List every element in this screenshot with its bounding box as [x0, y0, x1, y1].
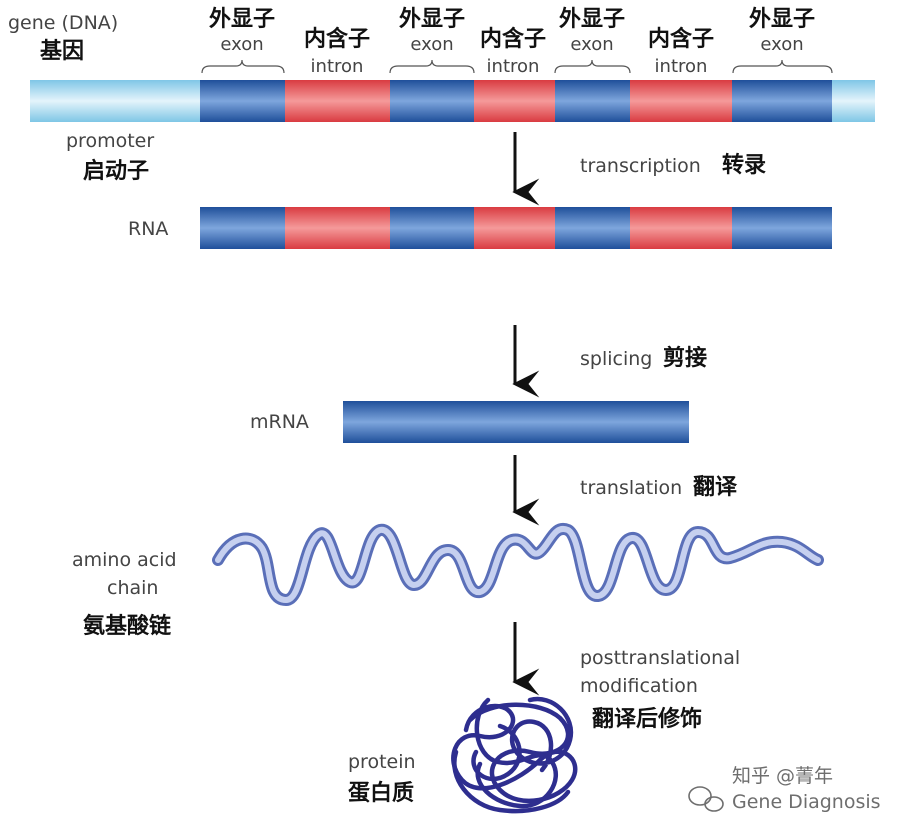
segment-label-en: exon: [410, 34, 453, 55]
segment-label-zh: 外显子: [399, 6, 465, 32]
promoter-label-en: promoter: [66, 130, 154, 152]
segment-label-en: exon: [760, 34, 803, 55]
splicing-label-en: splicing: [580, 348, 652, 370]
amino-label-zh: 氨基酸链: [83, 613, 171, 639]
intron-block: [630, 80, 732, 122]
exon-brace: [732, 59, 833, 74]
exon-block: [390, 80, 474, 122]
segment-label-zh: 外显子: [749, 6, 815, 32]
segment-label-en: exon: [570, 34, 613, 55]
protein-label-en: protein: [348, 751, 416, 773]
watermark-text-1: 知乎 @菁年: [732, 765, 833, 787]
intron-block: [630, 207, 732, 249]
transcription-label-zh: 转录: [722, 152, 766, 178]
mrna-label: mRNA: [250, 411, 309, 433]
exon-block: [390, 207, 474, 249]
splicing-label-zh: 剪接: [663, 345, 707, 371]
translation-label-zh: 翻译: [693, 475, 738, 500]
flank-region: [832, 80, 875, 122]
exon-block: [200, 80, 285, 122]
mrna-bar: [343, 401, 689, 443]
exon-brace: [201, 59, 285, 74]
segment-label-zh: 外显子: [209, 6, 275, 32]
intron-block: [285, 80, 390, 122]
protein-label-zh: 蛋白质: [348, 780, 414, 806]
posttranslational-label-en-2: modification: [580, 675, 698, 697]
translation-label-en: translation: [580, 477, 682, 499]
gene-bar: [30, 80, 875, 122]
exon-brace: [389, 59, 475, 74]
promoter-region: [30, 80, 200, 122]
exon-block: [200, 207, 285, 249]
transcription-label-en: transcription: [580, 155, 701, 177]
protein-blob: [451, 696, 578, 814]
posttranslational-label-zh: 翻译后修饰: [592, 706, 702, 732]
exon-brace: [554, 59, 631, 74]
segment-label-zh: 内含子: [304, 26, 370, 52]
watermark-text-2: Gene Diagnosis: [732, 791, 881, 813]
amino-label-en-2: chain: [107, 577, 158, 599]
exon-block: [732, 80, 832, 122]
segment-label-en: exon: [220, 34, 263, 55]
segment-label-en: intron: [655, 56, 708, 77]
exon-block: [555, 80, 630, 122]
segment-label-zh: 内含子: [648, 26, 714, 52]
posttranslational-label-en-1: posttranslational: [580, 647, 740, 669]
segment-label-en: intron: [487, 56, 540, 77]
intron-block: [285, 207, 390, 249]
exon-block: [555, 207, 630, 249]
segment-labels: 外显子 exon 内含子 intron 外显子 exon 内含子 intron …: [209, 6, 815, 77]
amino-label-en-1: amino acid: [72, 549, 177, 571]
gene-label-zh: 基因: [40, 39, 84, 64]
rna-bar: [200, 207, 832, 249]
segment-braces: [201, 59, 833, 74]
amino-acid-chain: [212, 523, 824, 606]
segment-label-en: intron: [311, 56, 364, 77]
intron-block: [474, 80, 555, 122]
intron-block: [474, 207, 555, 249]
segment-label-zh: 外显子: [559, 6, 625, 32]
promoter-label-zh: 启动子: [83, 158, 149, 184]
segment-label-zh: 内含子: [480, 26, 546, 52]
gene-label-en: gene (DNA): [8, 12, 118, 34]
chain-fill: [215, 525, 821, 603]
exon-block: [732, 207, 832, 249]
wechat-icon: [688, 786, 724, 812]
rna-label: RNA: [128, 218, 168, 240]
